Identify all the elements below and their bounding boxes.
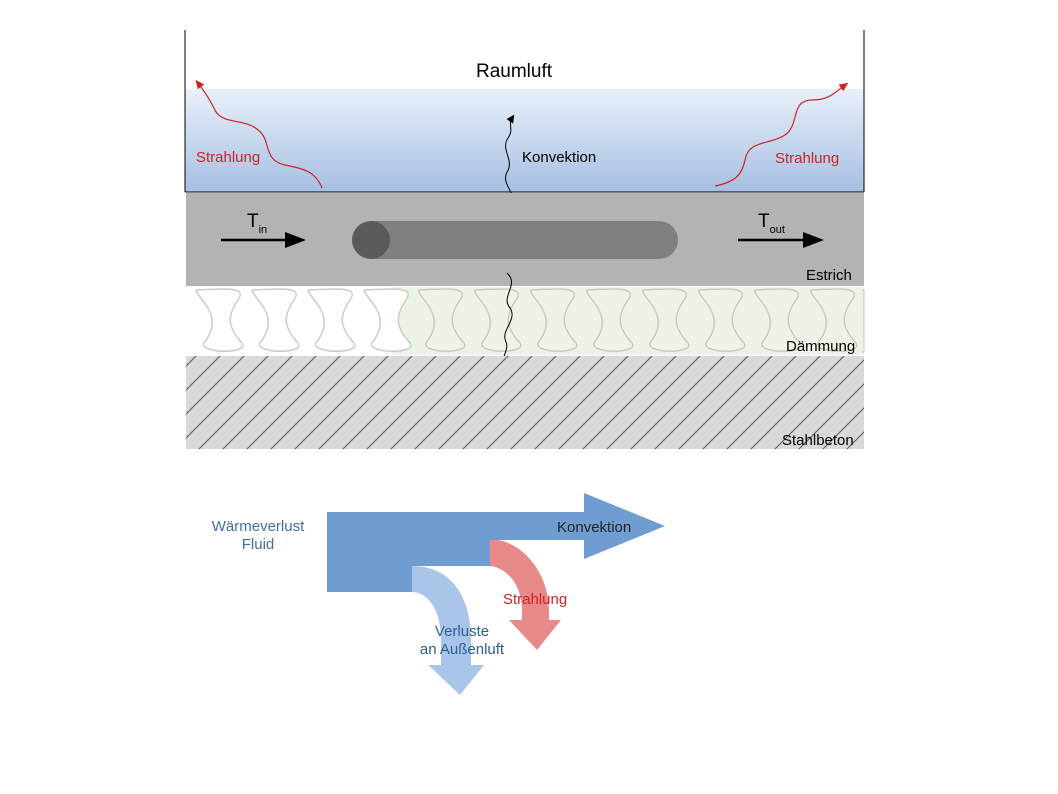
t-in-subscript: in (259, 224, 268, 236)
outdoor-loss-label-line2: an Außenluft (420, 641, 505, 658)
sankey-radiation-flow (488, 539, 561, 650)
svg-text:Tout: Tout (758, 211, 785, 236)
room-air-zone (184, 30, 865, 193)
sankey-diagram (327, 493, 665, 695)
radiation-left-label: Strahlung (196, 149, 260, 166)
radiation-left-arrow (195, 79, 323, 189)
fluid-loss-label-line2: Fluid (242, 536, 275, 553)
heating-pipe (352, 221, 678, 259)
sankey-outdoor-loss-flow (412, 566, 484, 695)
outdoor-loss-label-line1: Verluste (435, 623, 489, 640)
sankey-main-flow (327, 493, 665, 592)
sankey-radiation-label: Strahlung (503, 591, 567, 608)
fluid-loss-label-line1: Wärmeverlust (212, 518, 305, 535)
insulation-label: Dämmung (786, 338, 855, 355)
concrete-layer (186, 356, 864, 449)
t-out-symbol: T (758, 211, 770, 232)
t-out-subscript: out (770, 224, 785, 236)
concrete-label: Stahlbeton (782, 432, 854, 449)
convection-top-label: Konvektion (522, 149, 596, 166)
radiation-right-label: Strahlung (775, 150, 839, 167)
screed-label: Estrich (806, 267, 852, 284)
insulation-layer (186, 287, 864, 355)
room-air-label: Raumluft (476, 61, 553, 82)
t-in-symbol: T (247, 211, 259, 232)
sankey-convection-label: Konvektion (557, 519, 631, 536)
convection-up-arrow (505, 114, 515, 208)
radiation-right-arrow (714, 82, 849, 187)
convection-down-arrow (499, 272, 513, 366)
svg-text:Tin: Tin (247, 211, 267, 236)
